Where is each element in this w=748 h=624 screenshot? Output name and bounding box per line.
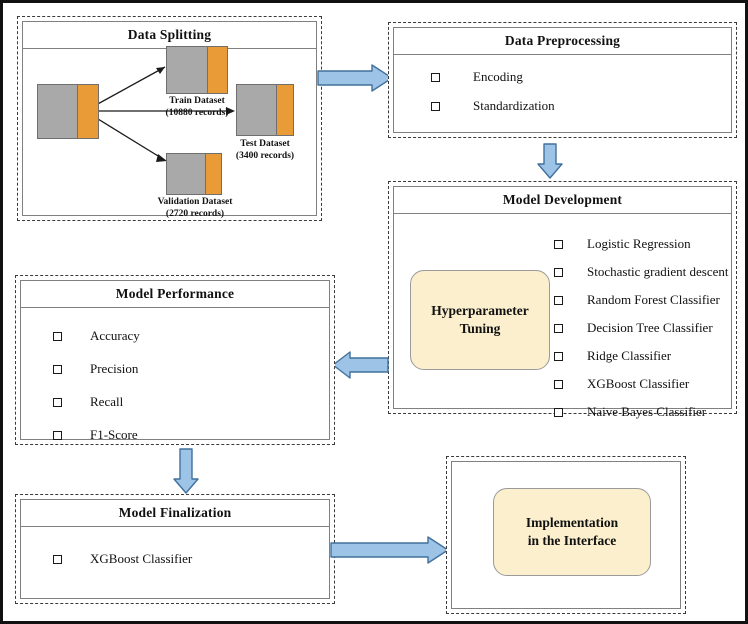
arrow-performance-to-finalization: [173, 448, 199, 494]
checkbox-icon: [554, 267, 565, 278]
model-development-body: Hyperparameter Tuning Logistic Regressio…: [394, 214, 731, 419]
checkbox-icon: [554, 295, 565, 306]
checkbox-icon: [53, 331, 64, 342]
test-dataset-name: Test Dataset: [240, 139, 290, 149]
list-item: Logistic Regression: [554, 236, 729, 252]
list-item: Precision: [21, 361, 329, 377]
stage-data-preprocessing: Data Preprocessing Encoding Standardizat…: [388, 22, 737, 138]
list-item: Recall: [21, 394, 329, 410]
model-finalization-panel: Model Finalization XGBoost Classifier: [20, 499, 330, 599]
list-item: Accuracy: [21, 328, 329, 344]
implementation-line2: in the Interface: [527, 533, 617, 548]
test-dataset-caption: Test Dataset (3400 records): [221, 139, 309, 163]
test-dataset-count: (3400 records): [235, 150, 295, 161]
model-performance-list: Accuracy Precision Recall F1-Score: [21, 328, 329, 443]
validation-dataset-caption: Validation Dataset (2720 records): [141, 197, 249, 221]
checkbox-icon: [554, 407, 565, 418]
list-item: Standardization: [394, 98, 731, 114]
item-label: Ridge Classifier: [587, 348, 672, 363]
item-label: F1-Score: [90, 427, 138, 442]
checkbox-icon: [431, 101, 442, 112]
implementation-box: Implementation in the Interface: [493, 488, 651, 576]
data-preprocessing-body: Encoding Standardization: [394, 55, 731, 131]
stage-model-finalization: Model Finalization XGBoost Classifier: [15, 494, 335, 604]
test-dataset-block: [236, 84, 294, 136]
item-label: XGBoost Classifier: [587, 376, 690, 391]
arrow-finalization-to-implementation: [330, 536, 449, 564]
item-label: Standardization: [473, 98, 555, 113]
train-dataset-caption: Train Dataset (10880 records): [151, 96, 243, 120]
item-label: Random Forest Classifier: [587, 292, 720, 307]
model-performance-panel: Model Performance Accuracy Precision Rec…: [20, 280, 330, 442]
model-finalization-list: XGBoost Classifier: [21, 551, 329, 567]
checkbox-icon: [53, 364, 64, 375]
source-dataset-block: [37, 84, 99, 139]
checkbox-icon: [554, 239, 565, 250]
model-development-panel: Model Development Hyperparameter Tuning …: [393, 186, 732, 419]
hyperparameter-tuning-line2: Tuning: [459, 321, 501, 336]
checkbox-icon: [554, 351, 565, 362]
data-splitting-body: Train Dataset (10880 records) Test Datas…: [23, 46, 316, 219]
stage-data-splitting: Data Splitting: [17, 16, 322, 221]
list-item: Ridge Classifier: [554, 348, 729, 364]
checkbox-icon: [53, 430, 64, 441]
model-finalization-title: Model Finalization: [21, 500, 329, 527]
checkbox-icon: [53, 397, 64, 408]
item-label: Decision Tree Classifier: [587, 320, 713, 335]
validation-dataset-count: (2720 records): [165, 208, 225, 219]
checkbox-icon: [554, 379, 565, 390]
hyperparameter-tuning-box: Hyperparameter Tuning: [410, 270, 550, 370]
model-development-title: Model Development: [394, 187, 731, 214]
list-item: Stochastic gradient descent: [554, 264, 729, 280]
validation-dataset-name: Validation Dataset: [157, 197, 233, 207]
checkbox-icon: [554, 323, 565, 334]
implementation-line1: Implementation: [525, 514, 619, 530]
list-item: XGBoost Classifier: [554, 376, 729, 392]
data-preprocessing-list: Encoding Standardization: [394, 69, 731, 114]
data-preprocessing-title: Data Preprocessing: [394, 28, 731, 55]
model-performance-body: Accuracy Precision Recall F1-Score: [21, 308, 329, 442]
list-item: Decision Tree Classifier: [554, 320, 729, 336]
model-performance-title: Model Performance: [21, 281, 329, 308]
stage-implementation: Implementation in the Interface: [446, 456, 686, 614]
train-dataset-name: Train Dataset: [169, 96, 225, 106]
item-label: Logistic Regression: [587, 236, 691, 251]
list-item: Random Forest Classifier: [554, 292, 729, 308]
data-splitting-title: Data Splitting: [23, 22, 316, 49]
item-label: XGBoost Classifier: [90, 551, 193, 566]
arrow-development-to-performance: [332, 351, 389, 379]
model-development-list: Logistic Regression Stochastic gradient …: [554, 236, 729, 429]
stage-model-performance: Model Performance Accuracy Precision Rec…: [15, 275, 335, 445]
list-item: XGBoost Classifier: [21, 551, 329, 567]
arrow-splitting-to-preprocessing: [317, 64, 393, 92]
item-label: Precision: [90, 361, 139, 376]
item-label: Naive Bayes Classifier: [587, 404, 707, 419]
train-dataset-block: [166, 46, 228, 94]
stage-model-development: Model Development Hyperparameter Tuning …: [388, 181, 737, 419]
train-dataset-count: (10880 records): [165, 107, 229, 118]
list-item: F1-Score: [21, 427, 329, 443]
item-label: Encoding: [473, 69, 523, 84]
checkbox-icon: [53, 554, 64, 565]
item-label: Accuracy: [90, 328, 140, 343]
arrow-preprocessing-to-development: [537, 143, 563, 179]
data-preprocessing-panel: Data Preprocessing Encoding Standardizat…: [393, 27, 732, 133]
checkbox-icon: [431, 72, 442, 83]
hyperparameter-tuning-line1: Hyperparameter: [431, 302, 529, 318]
item-label: Stochastic gradient descent: [587, 264, 729, 279]
item-label: Recall: [90, 394, 124, 409]
validation-dataset-block: [166, 153, 222, 195]
list-item: Encoding: [394, 69, 731, 85]
implementation-panel: Implementation in the Interface: [451, 461, 681, 609]
data-splitting-graphic: Train Dataset (10880 records) Test Datas…: [23, 46, 316, 219]
model-finalization-body: XGBoost Classifier: [21, 527, 329, 597]
list-item: Naive Bayes Classifier: [554, 404, 729, 420]
data-splitting-panel: Data Splitting: [22, 21, 317, 219]
